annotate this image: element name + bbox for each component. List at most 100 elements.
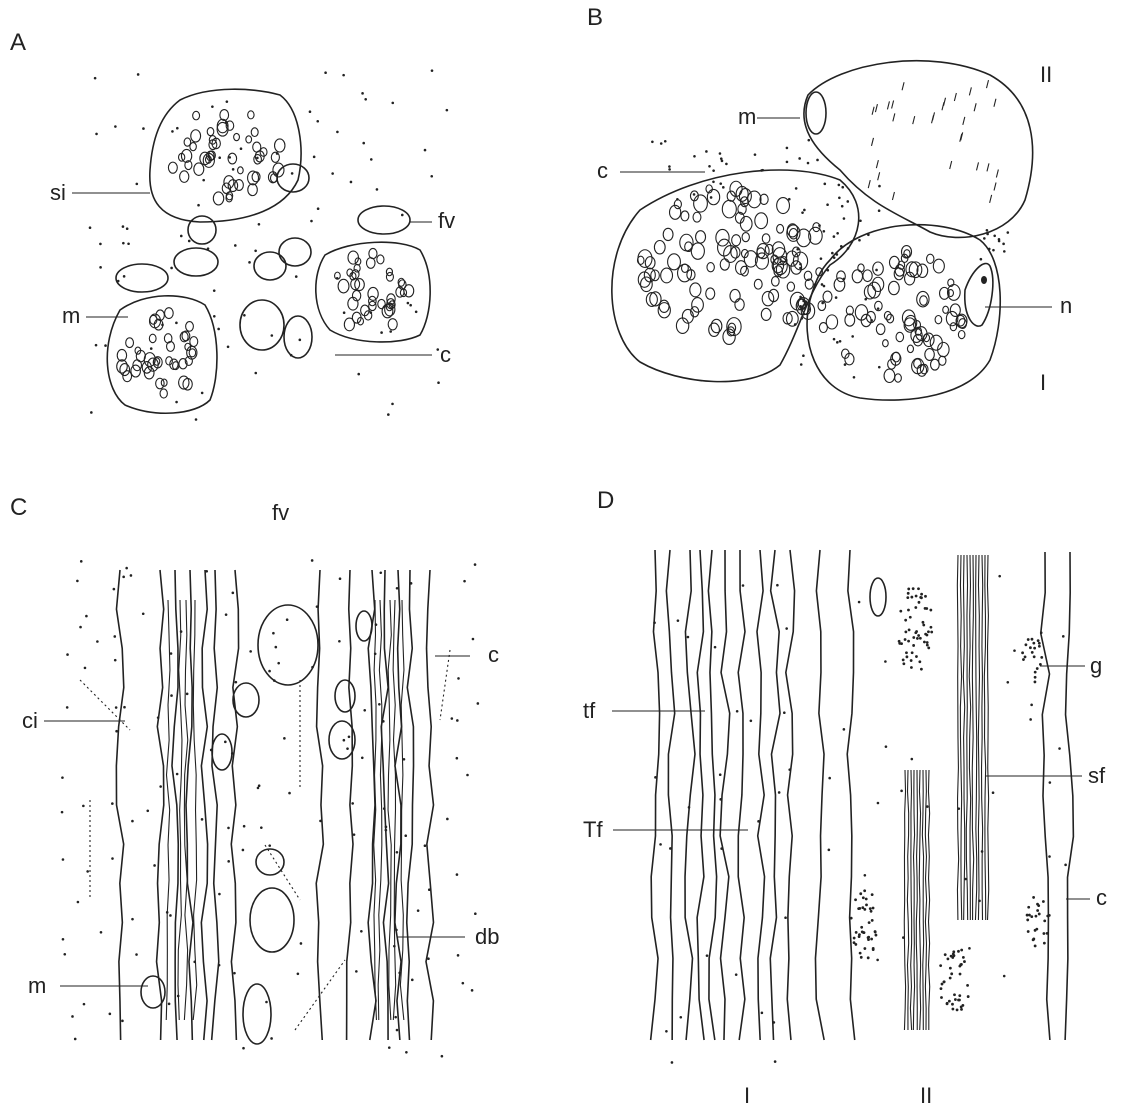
dot xyxy=(142,612,145,615)
dot xyxy=(104,344,107,347)
vesicle xyxy=(183,378,192,390)
dot xyxy=(121,1020,124,1023)
fiber-line xyxy=(913,770,914,1030)
vesicle xyxy=(943,306,949,313)
panel-d-mitochondrion xyxy=(870,578,886,616)
dot xyxy=(964,878,967,881)
dot xyxy=(653,621,656,624)
panel-d-label-II: II xyxy=(920,1083,932,1108)
dot xyxy=(291,172,294,175)
dot xyxy=(826,203,829,206)
dot xyxy=(1064,864,1067,867)
dot xyxy=(211,105,214,108)
vesicle xyxy=(248,184,258,196)
dot xyxy=(378,703,381,706)
dot xyxy=(76,580,79,583)
panel-c-label-db: db xyxy=(475,924,499,949)
dot xyxy=(900,790,903,793)
dot xyxy=(712,180,715,183)
dot xyxy=(785,627,788,630)
dot xyxy=(714,646,717,649)
dot xyxy=(319,820,322,823)
dot xyxy=(357,373,360,376)
granule xyxy=(872,947,875,950)
dot xyxy=(268,844,271,847)
vesicle xyxy=(344,318,354,331)
dot xyxy=(839,340,842,343)
panel-b-cell-left xyxy=(612,170,859,382)
dot xyxy=(665,1030,668,1033)
granule xyxy=(907,588,910,591)
dot xyxy=(836,232,839,235)
granule xyxy=(1042,932,1045,935)
dot xyxy=(338,640,341,643)
dot xyxy=(232,168,235,171)
dot xyxy=(355,970,358,973)
granule xyxy=(907,592,910,595)
dot xyxy=(171,130,174,133)
dot xyxy=(114,659,117,662)
dot xyxy=(395,929,398,932)
dot xyxy=(227,345,230,348)
dot xyxy=(878,366,881,369)
dot xyxy=(71,1015,74,1018)
vesicle xyxy=(720,259,729,270)
dot xyxy=(249,650,252,653)
vesicle xyxy=(709,323,720,336)
dot xyxy=(687,636,690,639)
dot xyxy=(385,829,388,832)
dot xyxy=(74,1038,77,1041)
dot xyxy=(800,363,803,366)
dot xyxy=(361,756,364,759)
dot xyxy=(113,635,116,638)
dot xyxy=(299,339,302,342)
granule xyxy=(963,960,966,963)
dot xyxy=(231,752,234,755)
dot xyxy=(233,972,236,975)
granule xyxy=(954,998,957,1001)
granule xyxy=(939,964,942,967)
granule xyxy=(946,1003,949,1006)
fiber-line xyxy=(815,550,824,1040)
dot xyxy=(851,335,854,338)
vesicle xyxy=(896,332,904,341)
vesicle xyxy=(907,345,913,353)
granule xyxy=(867,936,870,939)
vesicle xyxy=(691,243,704,259)
dot xyxy=(176,127,179,130)
dot xyxy=(346,747,349,750)
dot xyxy=(391,102,394,105)
fiber-line xyxy=(972,555,973,920)
dot xyxy=(150,347,153,350)
dot xyxy=(843,278,846,281)
dot xyxy=(309,110,312,113)
granule xyxy=(960,1008,963,1011)
dot xyxy=(248,261,251,264)
vesicle xyxy=(378,299,385,308)
vesicle xyxy=(914,359,921,368)
dot xyxy=(380,331,383,334)
granule xyxy=(967,995,970,998)
dot xyxy=(858,239,861,242)
vesicle xyxy=(925,349,934,361)
dot xyxy=(168,1003,171,1006)
granule xyxy=(929,609,932,612)
vesicle xyxy=(722,200,736,218)
panel-c-label-ci: ci xyxy=(22,708,38,733)
dot xyxy=(396,851,399,854)
vesicle xyxy=(711,319,722,332)
granule xyxy=(919,637,922,640)
vesicle xyxy=(213,192,223,205)
granule xyxy=(912,636,915,639)
dot xyxy=(983,237,986,240)
panel-b-label-II: II xyxy=(1040,62,1052,87)
vesicle xyxy=(707,189,719,204)
dot xyxy=(370,158,373,161)
dash xyxy=(969,87,971,95)
panel-a-label-fv: fv xyxy=(438,208,455,233)
vesicle xyxy=(692,298,704,313)
granule xyxy=(927,647,930,650)
dot xyxy=(820,257,823,260)
granule xyxy=(860,956,863,959)
